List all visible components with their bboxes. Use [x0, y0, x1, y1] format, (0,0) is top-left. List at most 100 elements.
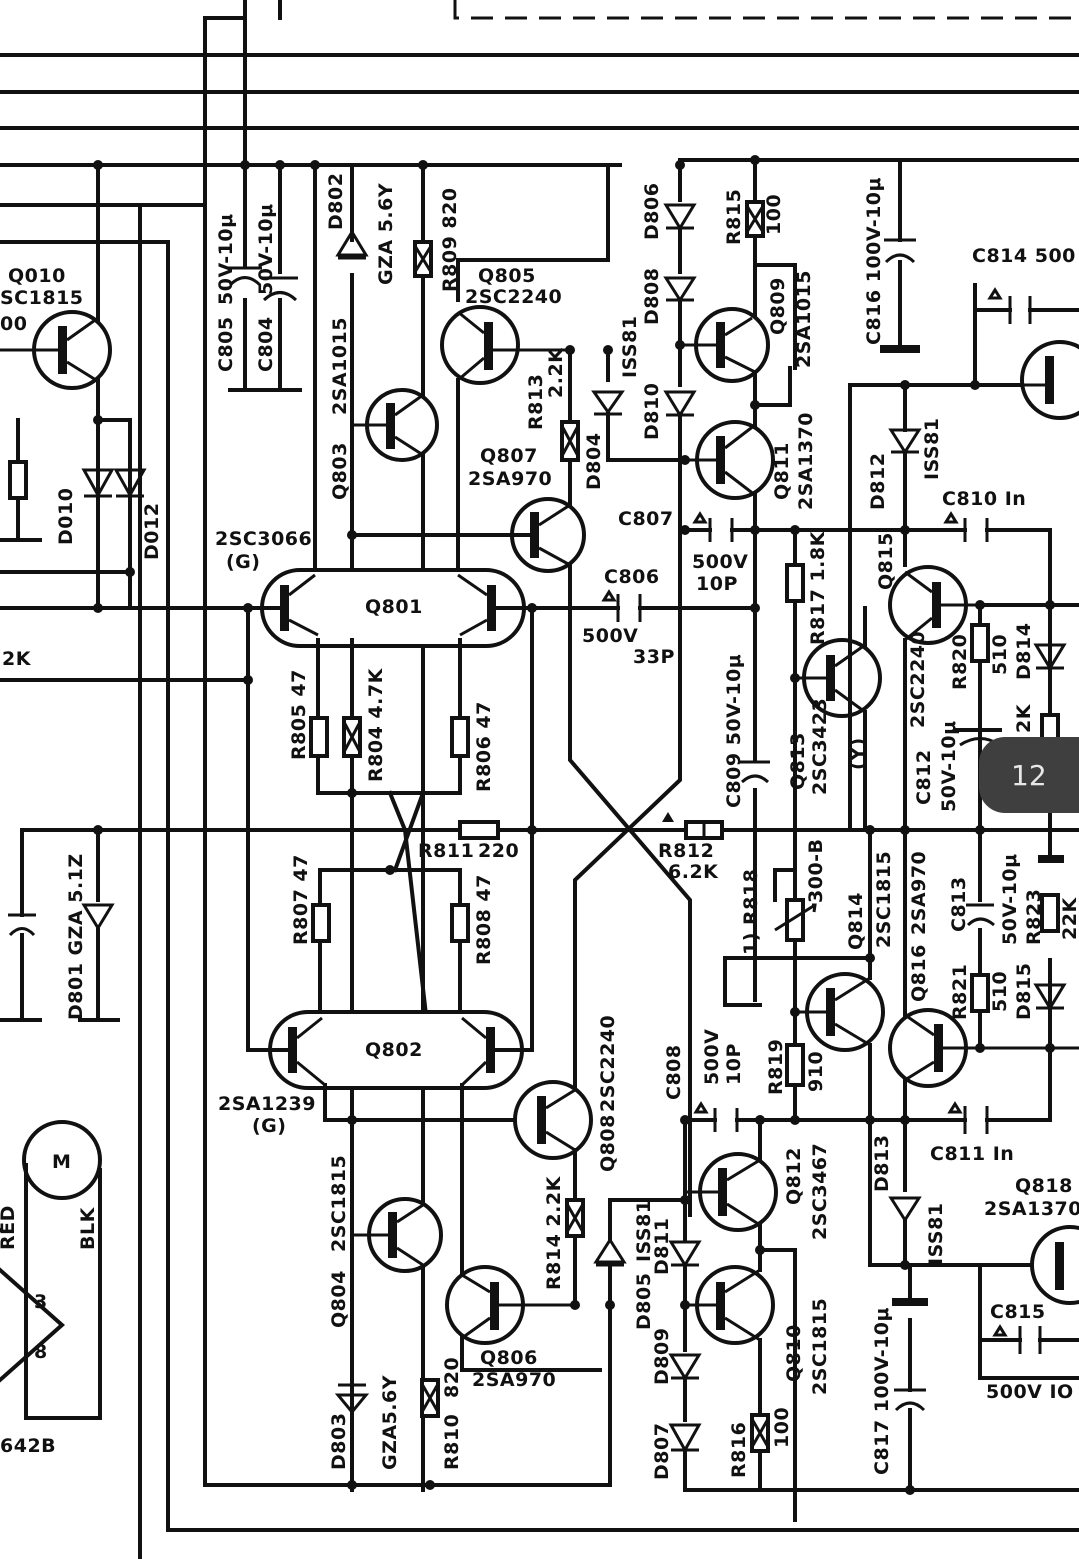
c805-c804 — [228, 160, 302, 392]
label-d012: D012 — [141, 503, 163, 560]
label-r813: R813 — [525, 374, 547, 430]
label-c815-val: 500V IO — [986, 1381, 1074, 1403]
label-c816: C816 100V-10μ — [863, 177, 885, 345]
label-d804: D804 — [583, 433, 605, 490]
d801-section — [0, 828, 120, 1022]
label-pin3: 3 — [34, 1291, 48, 1313]
c814-section — [973, 283, 1079, 420]
label-d815: D815 — [1013, 963, 1035, 1020]
label-q010-type: SC1815 — [0, 287, 84, 309]
label-q802-type: 2SA1239 — [218, 1093, 316, 1115]
label-q818: Q818 — [1015, 1175, 1073, 1197]
label-q801-grade: (G) — [226, 551, 260, 573]
label-c808-val2: 10P — [723, 1043, 745, 1085]
label-d812: D812 — [867, 453, 889, 510]
label-d803-type: GZA5.6Y — [379, 1375, 401, 1470]
label-d010: D010 — [55, 488, 77, 545]
label-c806-val2: 33P — [633, 646, 675, 668]
label-r823: R823 — [1023, 889, 1045, 945]
label-q818-type: 2SA1370 — [984, 1198, 1079, 1220]
label-r815: R815 — [723, 189, 745, 245]
label-motor: M — [52, 1151, 71, 1173]
label-q808: Q808 — [597, 1114, 619, 1172]
label-left-2k: 2K — [2, 648, 32, 670]
r818-q814 — [723, 828, 1079, 1267]
label-d810: D810 — [641, 383, 663, 440]
label-d808: D808 — [641, 268, 663, 325]
label-r810: R810 — [441, 1414, 463, 1470]
label-d802: D802 — [325, 173, 347, 230]
component-labels: Q010 SC1815 00 2K D010 D012 C805 50V-10μ… — [0, 173, 1079, 1480]
label-r820-val: 510 — [989, 634, 1011, 675]
label-q803: Q803 — [329, 442, 351, 500]
label-r810-val: 820 — [441, 1357, 463, 1398]
q816-section — [865, 828, 1079, 1270]
label-c807: C807 — [618, 508, 674, 530]
driver-lower — [668, 1108, 1079, 1522]
q010-section — [0, 160, 253, 685]
label-d805-type: ISS81 — [633, 1199, 655, 1262]
label-r821-val: 510 — [989, 971, 1011, 1012]
label-blk: BLK — [77, 1206, 99, 1250]
label-q010-cut: 00 — [0, 313, 27, 335]
label-q010: Q010 — [8, 265, 66, 287]
q802-pair — [246, 828, 602, 1372]
label-c810: C810 In — [942, 488, 1026, 510]
label-d805: D805 — [633, 1273, 655, 1330]
label-q815-type: 2SC2240 — [907, 631, 929, 728]
label-c807-val2: 10P — [696, 573, 738, 595]
label-q804-type: 2SC1815 — [328, 1155, 350, 1252]
label-d807: D807 — [651, 1423, 673, 1480]
label-d801: D801 GZA 5.1Z — [65, 853, 87, 1020]
label-q807: Q807 — [480, 445, 538, 467]
label-r819: R819 — [765, 1039, 787, 1095]
label-r812: R812 — [658, 840, 714, 862]
label-r819-val: 910 — [805, 1051, 827, 1092]
label-c815: C815 — [990, 1301, 1046, 1323]
label-r821: R821 — [949, 964, 971, 1020]
label-c812-val: 50V-10μ — [938, 720, 960, 812]
label-r811-val: 220 — [478, 840, 519, 862]
label-q813: Q813 — [787, 732, 809, 790]
label-q809-type: 2SA1015 — [793, 270, 815, 368]
label-r816-val: 100 — [771, 1407, 793, 1448]
label-r813-val: 2.2K — [545, 347, 567, 398]
label-q811: Q811 — [771, 442, 793, 500]
label-c813: C813 — [948, 876, 970, 932]
label-d812-type: ISS81 — [921, 417, 943, 480]
label-q805: Q805 — [478, 265, 536, 287]
label-r823-val: 22K — [1059, 897, 1079, 940]
label-d814: D814 — [1013, 623, 1035, 680]
c817-q818 — [892, 1225, 1079, 1495]
label-q813-type: 2SC3423 — [809, 698, 831, 795]
delta-marks — [601, 287, 1008, 1337]
label-r816: R816 — [728, 1422, 750, 1478]
d802-q803-r809 — [310, 160, 439, 1492]
label-right-2k: 2K — [1013, 703, 1035, 733]
q808-q806 — [445, 1080, 687, 1487]
label-q802: Q802 — [365, 1039, 423, 1061]
r817-q813 — [785, 525, 882, 872]
page-indicator-badge[interactable]: 12 — [979, 737, 1079, 813]
label-q816-type: 2SA970 — [908, 851, 930, 935]
label-c804-val: 50V-10μ — [255, 203, 277, 295]
label-q814: Q814 — [845, 892, 867, 950]
label-d813-type: ISS81 — [925, 1202, 947, 1265]
label-d813: D813 — [871, 1135, 893, 1192]
label-c809: C809 50V-10μ — [723, 654, 745, 808]
label-q806: Q806 — [480, 1347, 538, 1369]
label-d811: D811 — [651, 1218, 673, 1275]
label-c808: C808 — [663, 1044, 685, 1100]
label-d802-type: GZA 5.6Y — [375, 183, 397, 285]
label-q801: Q801 — [365, 596, 423, 618]
label-c804: C804 — [255, 316, 277, 372]
label-d803: D803 — [328, 1413, 350, 1470]
label-q812-type: 2SC3467 — [809, 1143, 831, 1240]
label-r817: R817 1.8K — [807, 530, 829, 645]
label-q803-type: 2SA1015 — [329, 317, 351, 415]
page-indicator-number: 12 — [1011, 758, 1047, 792]
label-r812-val: 6.2K — [668, 861, 719, 883]
label-r806: R806 47 — [473, 701, 495, 792]
